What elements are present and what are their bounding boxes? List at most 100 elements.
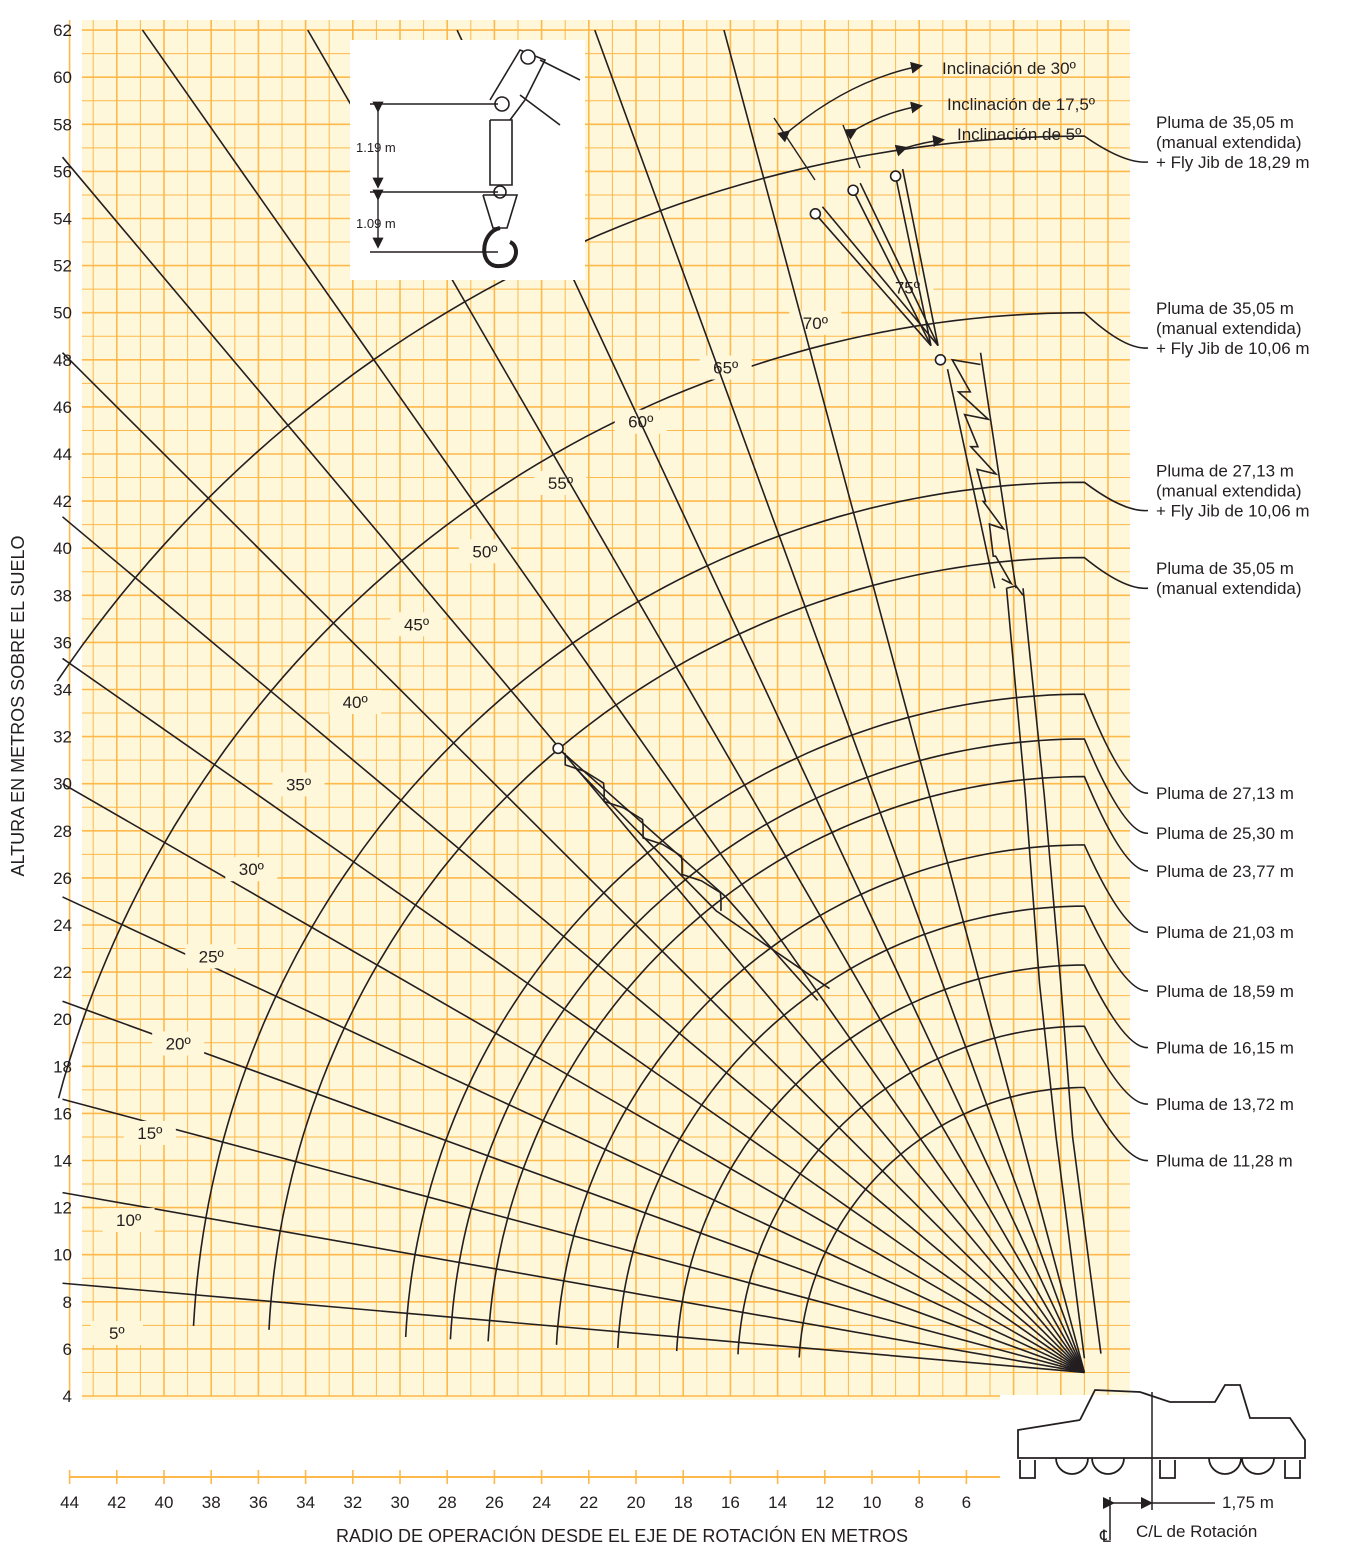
boom-arc <box>555 844 1149 1345</box>
jib-right <box>979 352 1017 589</box>
boom-arc <box>487 775 1149 1342</box>
y-tick-label: 46 <box>53 398 72 417</box>
outrigger-left <box>1019 1460 1036 1479</box>
hook-sheave <box>489 49 547 121</box>
x-tick-label: 44 <box>60 1493 79 1512</box>
jib-tip-pin <box>847 184 859 197</box>
jib-tip-pin <box>889 170 902 182</box>
boom-arcs: Pluma de 11,28 m Pluma de 13,72 m Pluma de… <box>56 113 1310 1358</box>
hook-line <box>539 59 581 81</box>
angle-label: 75º <box>895 279 920 298</box>
boom-arc <box>798 1086 1149 1358</box>
angle-line <box>62 1098 1085 1374</box>
offset-arc <box>777 61 923 143</box>
offset-label: Inclinación de 5º <box>957 125 1081 144</box>
boom-arc-label: Pluma de 23,77 m <box>1156 862 1294 881</box>
y-tick-label: 14 <box>53 1152 72 1171</box>
x-tick-label: 8 <box>914 1493 923 1512</box>
offset-tick <box>773 117 816 181</box>
angle-label: 65º <box>713 359 738 378</box>
y-tick-label: 26 <box>53 869 72 888</box>
angle-line <box>62 896 1085 1374</box>
y-tick-label: 10 <box>53 1246 72 1265</box>
angle-label: 5º <box>109 1324 125 1343</box>
offset-arc <box>844 101 923 140</box>
boom-arc-label: Pluma de 35,05 m(manual extendida) <box>1156 559 1302 598</box>
y-tick-label: 38 <box>53 586 72 605</box>
y-tick-label: 62 <box>53 21 72 40</box>
x-tick-label: 16 <box>721 1493 740 1512</box>
wheel <box>1208 1457 1242 1475</box>
hook-dim-upper-label: 1.19 m <box>356 140 396 155</box>
x-tick-label: 40 <box>155 1493 174 1512</box>
y-tick-label: 36 <box>53 633 72 652</box>
boom-arc <box>192 481 1149 1326</box>
angle-label: 70º <box>803 314 828 333</box>
y-tick-label: 20 <box>53 1010 72 1029</box>
jib-extension <box>901 168 939 346</box>
y-tick-label: 50 <box>53 304 72 323</box>
grid <box>68 20 1130 1478</box>
hook-panel <box>350 40 585 280</box>
centerline-symbol: ℄ <box>1099 1527 1111 1546</box>
angle-line <box>62 516 1085 1374</box>
angle-label-bg <box>102 1208 155 1233</box>
plot-background <box>82 20 1130 1400</box>
y-tick-label: 40 <box>53 539 72 558</box>
y-tick-label: 30 <box>53 775 72 794</box>
y-tick-label: 48 <box>53 351 72 370</box>
jib-lattice <box>950 358 1014 586</box>
angle-line <box>61 156 1086 1373</box>
hook-dim-lower-label: 1.09 m <box>356 216 396 231</box>
y-tick-label: 6 <box>63 1340 72 1359</box>
x-axis-title: RADIO DE OPERACIÓN DESDE EL EJE DE ROTAC… <box>336 1525 908 1546</box>
wheel <box>1055 1457 1089 1475</box>
offset-label: Inclinación de 17,5º <box>947 95 1095 114</box>
hook-pin-top <box>520 49 536 65</box>
angle-label-bg <box>390 612 443 637</box>
angle-label-bg <box>699 355 752 380</box>
y-tick-label: 12 <box>53 1199 72 1218</box>
angle-lines: 5º10º15º20º25º30º35º40º45º50º55º60º65º70… <box>61 29 1086 1374</box>
x-tick-label: 28 <box>438 1493 457 1512</box>
lower-jib-pin <box>552 742 564 755</box>
y-tick-label: 52 <box>53 257 72 276</box>
x-tick-label: 6 <box>962 1493 971 1512</box>
x-tick-label: 30 <box>391 1493 410 1512</box>
angle-label-bg <box>272 772 325 797</box>
boom-arc-label: Pluma de 13,72 m <box>1156 1095 1294 1114</box>
jib-extension <box>814 213 932 347</box>
hook-body <box>482 194 519 229</box>
y-tick-label: 58 <box>53 115 72 134</box>
y-tick-label: 44 <box>53 445 72 464</box>
angle-label: 40º <box>343 693 368 712</box>
angle-line <box>62 1282 1085 1374</box>
boom-arc-label: Pluma de 16,15 m <box>1156 1038 1294 1057</box>
angle-label-bg <box>789 310 842 335</box>
boom-arc-label: Pluma de 25,30 m <box>1156 824 1294 843</box>
boom-arc <box>56 135 1149 682</box>
main-boom-left <box>1005 588 1086 1359</box>
y-tick-label: 32 <box>53 728 72 747</box>
x-tick-label: 34 <box>296 1493 315 1512</box>
rotation-label: C/L de Rotación <box>1136 1522 1257 1541</box>
offset-label: Inclinación de 30º <box>942 59 1076 78</box>
boom-arc-label: Pluma de 35,05 m(manual extendida)+ Fly … <box>1156 113 1310 172</box>
angle-line <box>62 1000 1085 1374</box>
angle-label: 35º <box>286 775 311 794</box>
hook-curve <box>482 226 518 268</box>
angle-label-bg <box>152 1031 205 1056</box>
lower-boom-right <box>574 766 830 990</box>
y-tick-label: 54 <box>53 210 72 229</box>
angle-label: 25º <box>199 947 224 966</box>
boom-arc-label: Pluma de 27,13 m <box>1156 784 1294 803</box>
jib-extension <box>852 189 932 347</box>
boom-arc-label: Pluma de 11,28 m <box>1156 1152 1293 1171</box>
hook-block-diagram: 1.19 m 1.09 m <box>350 40 585 280</box>
offset-arc <box>894 135 945 157</box>
boom-arc <box>268 556 1149 1330</box>
angle-label: 50º <box>472 542 497 561</box>
y-tick-label: 4 <box>63 1387 72 1406</box>
x-tick-label: 38 <box>202 1493 221 1512</box>
